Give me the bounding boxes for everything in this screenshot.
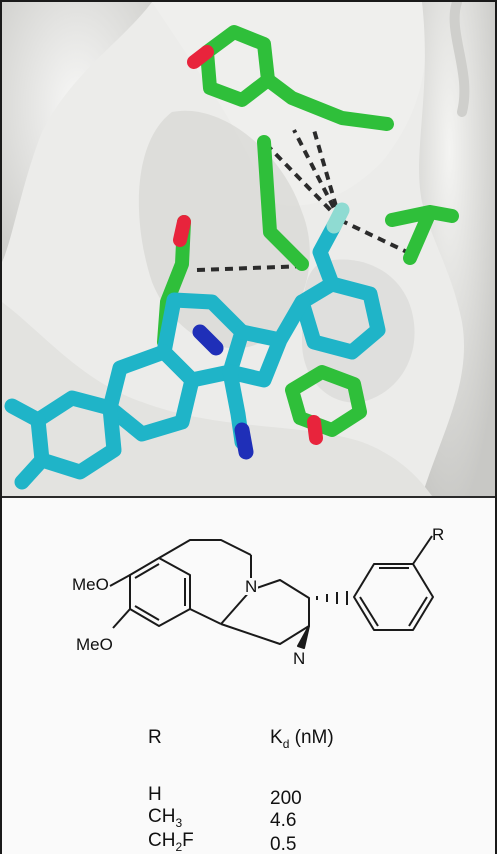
- bond-phenyl-r: [412, 535, 433, 565]
- ligand-ring-b: [102, 344, 200, 442]
- contact-line: [262, 140, 342, 222]
- bond-ring-phenyl: [353, 563, 434, 631]
- table-row-2-r: CH3: [148, 807, 182, 829]
- protein-residues: [157, 25, 459, 437]
- bond-methoxy-top: [109, 574, 131, 587]
- table-row-3-r: CH2F: [148, 831, 194, 853]
- bond-ring-aromatic-left: [129, 557, 191, 627]
- chemical-structure-drawing: [109, 535, 434, 649]
- row-3-r-sub: 2: [175, 839, 183, 854]
- surface-right-lobe: [419, 2, 495, 496]
- methoxy-label-bottom: MeO: [76, 635, 113, 654]
- surface-cleft: [449, 2, 470, 117]
- bond-ring-c: [220, 579, 310, 645]
- surface-left-lobe: [2, 2, 152, 262]
- surface-pocket-shadow-right: [302, 259, 415, 403]
- residue-side-chain: [261, 73, 394, 131]
- amine-nitrogen-label: N: [293, 649, 306, 668]
- ligand-fluorine: [326, 202, 350, 234]
- bond-hashed-aryl: [316, 591, 348, 605]
- contact-line: [312, 129, 342, 221]
- bond-ring-b-junction: [189, 608, 222, 625]
- tyrosine-ring-bottom: [285, 365, 367, 437]
- residue-backbone: [257, 135, 309, 271]
- bond-ring-b: [158, 539, 252, 559]
- ligand-ring-nitrogen: [192, 324, 224, 356]
- ligand-ring-d: [222, 294, 310, 388]
- row-2-r-main: CH: [148, 806, 176, 827]
- row-3-r-main: CH: [148, 830, 176, 851]
- column-header-kd: Kd (nM): [270, 728, 334, 750]
- contact-lines: [196, 129, 408, 272]
- table-row-3-kd: 0.5: [270, 834, 297, 854]
- bond-phenyl-inner: [408, 596, 428, 627]
- bond-aromatic-inner: [134, 605, 160, 621]
- table-row-1-r: H: [148, 784, 162, 805]
- structure-panel: MeO MeO N N R R Kd (nM) H 200 CH3 4.6 CH…: [2, 498, 495, 854]
- ligand-molecule: [4, 218, 386, 490]
- bond-methoxy-bottom: [112, 608, 131, 629]
- ring-nitrogen-label: N: [244, 577, 259, 596]
- aryl-substituent-label: R: [432, 525, 445, 544]
- kd-unit: (nM): [294, 727, 334, 748]
- kd-symbol: K: [270, 727, 283, 748]
- oxygen-atom: [187, 45, 214, 69]
- table-row-2-kd: 4.6: [270, 810, 297, 831]
- bond-amine-wedge: [297, 625, 310, 649]
- binding-pocket-illustration: [2, 2, 495, 496]
- row-3-r-tail: F: [182, 830, 194, 851]
- ligand-methoxy: [4, 398, 50, 490]
- table-row-1-kd: 200: [270, 788, 302, 809]
- bond-aromatic-inner: [134, 563, 160, 579]
- column-header-r: R: [148, 727, 162, 748]
- ligand-ch2-linker: [312, 218, 342, 292]
- bond-phenyl-inner: [359, 596, 379, 627]
- methoxy-label-top: MeO: [72, 575, 109, 594]
- contact-line: [339, 218, 408, 254]
- leucine-side-chain: [385, 205, 459, 265]
- bond-n-c11b: [220, 589, 252, 625]
- ligand-amine-nitrogen: [234, 422, 254, 460]
- kd-subscript: d: [282, 736, 290, 751]
- oxygen-atom: [307, 415, 323, 445]
- panel-divider: [2, 496, 495, 498]
- contact-line: [196, 264, 308, 272]
- row-2-r-sub: 3: [175, 815, 183, 830]
- oxygen-atom: [173, 215, 191, 247]
- binding-site-render: [2, 2, 495, 496]
- contact-line: [292, 129, 342, 221]
